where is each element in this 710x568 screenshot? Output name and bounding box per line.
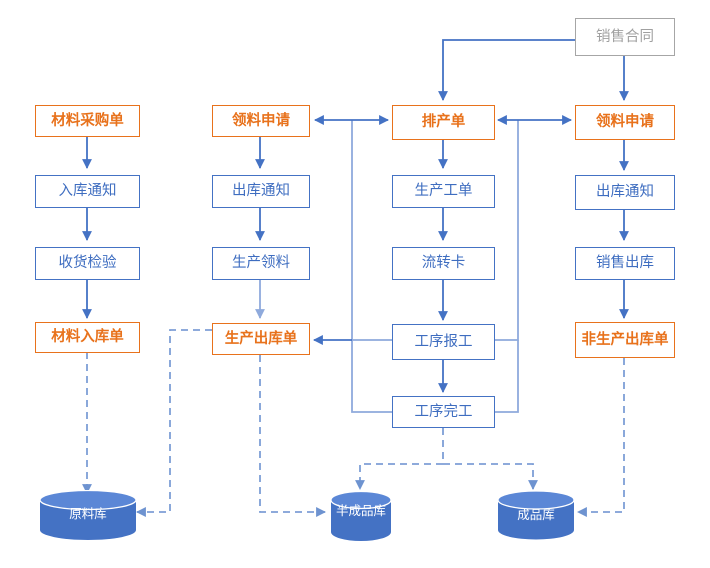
- node-pick-request-mid-label: 领料申请: [232, 112, 290, 129]
- node-routing-card[interactable]: 流转卡: [392, 247, 495, 280]
- edge-contract-to-plan: [438, 39, 575, 101]
- node-inbound-notice[interactable]: 入库通知: [35, 175, 140, 208]
- edge-report-feedback-left-trunk: [351, 120, 393, 341]
- node-sales-contract[interactable]: 销售合同: [575, 18, 675, 56]
- edge-complete-to-semi-warehouse: [355, 428, 444, 490]
- edge-nonprod-to-finished-warehouse: [577, 358, 625, 517]
- node-material-inbound-label: 材料入库单: [51, 329, 124, 346]
- node-receipt-inspection[interactable]: 收货检验: [35, 247, 140, 280]
- node-work-order-label: 生产工单: [414, 183, 473, 200]
- semi-finished-cylinder-icon: [330, 490, 392, 541]
- node-production-outbound-label: 生产出库单: [224, 330, 298, 347]
- node-outbound-notice-right[interactable]: 出库通知: [575, 175, 675, 210]
- node-receipt-inspection-label: 收货检验: [58, 255, 117, 272]
- warehouse-finished-goods[interactable]: 成品库: [496, 490, 576, 540]
- node-production-plan[interactable]: 排产单: [392, 105, 495, 140]
- node-process-report-label: 工序报工: [414, 333, 473, 350]
- edge-complete-to-prod-outbound-trunk: [351, 340, 393, 413]
- node-pick-request-right-label: 领料申请: [596, 114, 654, 131]
- node-purchase-order[interactable]: 材料采购单: [35, 105, 140, 137]
- finished-goods-cylinder-icon: [497, 490, 575, 540]
- node-routing-card-label: 流转卡: [421, 255, 466, 272]
- node-purchase-order-label: 材料采购单: [51, 112, 124, 129]
- node-sales-outbound[interactable]: 销售出库: [575, 247, 675, 280]
- node-work-order[interactable]: 生产工单: [392, 175, 495, 208]
- node-production-picking[interactable]: 生产领料: [212, 247, 310, 280]
- edge-raw-warehouse-from-prod-outbound: [136, 329, 212, 517]
- edge-complete-right-rail: [494, 340, 519, 413]
- node-non-production-outbound-label: 非生产出库单: [581, 331, 669, 348]
- node-material-inbound[interactable]: 材料入库单: [35, 322, 140, 353]
- warehouse-semi-finished[interactable]: 半成品库: [329, 490, 393, 542]
- raw-material-cylinder-icon: [39, 489, 137, 540]
- node-outbound-notice-right-label: 出库通知: [596, 184, 654, 201]
- node-production-picking-label: 生产领料: [232, 255, 290, 272]
- node-sales-contract-label: 销售合同: [596, 28, 654, 45]
- node-outbound-notice-mid-label: 出库通知: [232, 183, 290, 200]
- warehouse-raw-material[interactable]: 原料库: [38, 489, 138, 540]
- node-outbound-notice-mid[interactable]: 出库通知: [212, 175, 310, 208]
- solid-edges: [82, 39, 629, 413]
- node-sales-outbound-label: 销售出库: [596, 255, 654, 272]
- node-inbound-notice-label: 入库通知: [58, 183, 117, 200]
- node-process-complete[interactable]: 工序完工: [392, 396, 495, 428]
- node-non-production-outbound[interactable]: 非生产出库单: [575, 322, 675, 358]
- node-production-outbound[interactable]: 生产出库单: [212, 323, 310, 355]
- node-process-complete-label: 工序完工: [414, 403, 473, 420]
- node-pick-request-mid[interactable]: 领料申请: [212, 105, 310, 137]
- edge-report-feedback-right-trunk: [494, 120, 519, 341]
- edge-complete-to-finished-warehouse: [443, 463, 538, 490]
- node-process-report[interactable]: 工序报工: [392, 324, 495, 360]
- node-pick-request-right[interactable]: 领料申请: [575, 105, 675, 140]
- node-production-plan-label: 排产单: [421, 114, 466, 131]
- edge-prod-outbound-to-semi-warehouse: [259, 355, 326, 517]
- dashed-edges: [82, 329, 625, 517]
